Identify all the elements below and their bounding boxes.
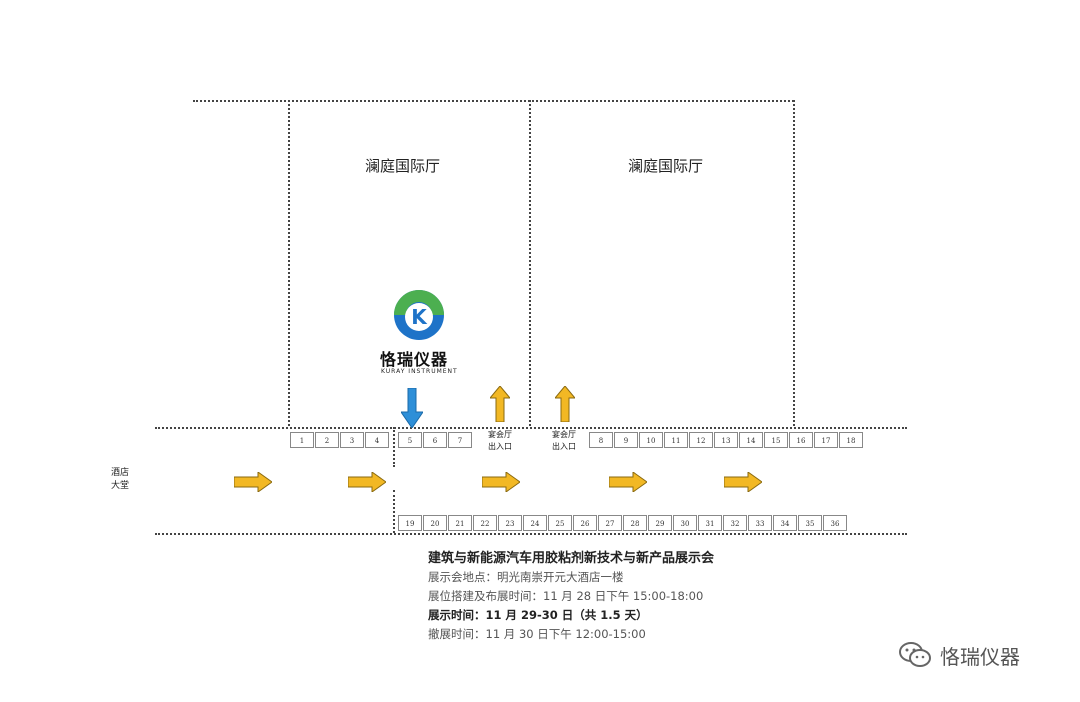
hall1-left-border: [288, 100, 290, 426]
event-venue: 展示会地点：明光南崇开元大酒店一楼: [428, 570, 624, 584]
booth: 25: [548, 515, 572, 531]
svg-text:K: K: [411, 305, 428, 329]
event-setup-time: 展位搭建及布展时间：11 月 28 日下午 15:00-18:00: [428, 589, 704, 603]
booth: 17: [814, 432, 838, 448]
booth: 5: [398, 432, 422, 448]
booth: 16: [789, 432, 813, 448]
event-show-time: 展示时间：11 月 29-30 日（共 1.5 天）: [428, 608, 648, 622]
exit-arrow-up-icon: [553, 385, 577, 423]
direction-arrow-icon: [233, 471, 273, 493]
corridor-top-line: [155, 427, 907, 429]
booth: 33: [748, 515, 772, 531]
watermark-text: 恪瑞仪器: [940, 645, 1020, 669]
banquet-exit-line1: 宴会厅: [488, 430, 512, 439]
booth: 14: [739, 432, 763, 448]
booth: 31: [698, 515, 722, 531]
direction-arrow-icon: [481, 471, 521, 493]
booth: 36: [823, 515, 847, 531]
hall-name-left: 澜庭国际厅: [365, 157, 441, 175]
booth-divider-line: [393, 427, 395, 467]
wechat-icon: [898, 641, 932, 669]
kuray-logo-icon: K: [392, 288, 446, 342]
banquet-exit-label: 宴会厅 出入口: [482, 429, 518, 453]
booth: 1: [290, 432, 314, 448]
lobby-line1: 酒店: [110, 468, 129, 478]
booth: 32: [723, 515, 747, 531]
logo-subtitle: KURAY INSTRUMENT: [381, 368, 458, 375]
event-info: 建筑与新能源汽车用胶粘剂新技术与新产品展示会 展示会地点：明光南崇开元大酒店一楼…: [428, 549, 714, 644]
booth: 13: [714, 432, 738, 448]
booth: 24: [523, 515, 547, 531]
booth: 26: [573, 515, 597, 531]
booth: 21: [448, 515, 472, 531]
booth-divider-line-lower: [393, 490, 395, 533]
booth: 20: [423, 515, 447, 531]
direction-arrow-icon: [608, 471, 648, 493]
booth: 35: [798, 515, 822, 531]
direction-arrow-icon: [723, 471, 763, 493]
banquet-exit-line2: 出入口: [552, 442, 576, 451]
logo-name: 恪瑞仪器: [380, 350, 449, 369]
booth: 10: [639, 432, 663, 448]
booth: 2: [315, 432, 339, 448]
booth: 7: [448, 432, 472, 448]
lobby-line2: 大堂: [110, 481, 129, 491]
booth: 4: [365, 432, 389, 448]
booth: 18: [839, 432, 863, 448]
banquet-exit-line1: 宴会厅: [552, 430, 576, 439]
booth: 29: [648, 515, 672, 531]
booth: 27: [598, 515, 622, 531]
booth: 34: [773, 515, 797, 531]
banquet-exit-label: 宴会厅 出入口: [546, 429, 582, 453]
event-teardown-time: 撤展时间：11 月 30 日下午 12:00-15:00: [428, 627, 646, 641]
booth: 12: [689, 432, 713, 448]
corridor-bottom-line: [155, 533, 907, 535]
booth: 28: [623, 515, 647, 531]
hall2-right-border: [793, 100, 795, 426]
location-arrow-icon: [400, 387, 424, 429]
booth: 8: [589, 432, 613, 448]
banquet-exit-line2: 出入口: [488, 442, 512, 451]
booth: 23: [498, 515, 522, 531]
hotel-lobby-label: 酒店 大堂: [102, 467, 138, 493]
booth: 6: [423, 432, 447, 448]
booth: 19: [398, 515, 422, 531]
booth: 22: [473, 515, 497, 531]
booth: 9: [614, 432, 638, 448]
event-title: 建筑与新能源汽车用胶粘剂新技术与新产品展示会: [428, 551, 715, 566]
booth: 11: [664, 432, 688, 448]
hall-top-border: [193, 100, 794, 102]
booth: 30: [673, 515, 697, 531]
hall-name-right: 澜庭国际厅: [628, 157, 704, 175]
booth: 3: [340, 432, 364, 448]
exit-arrow-up-icon: [488, 385, 512, 423]
booth: 15: [764, 432, 788, 448]
direction-arrow-icon: [347, 471, 387, 493]
hall-divider: [529, 100, 531, 426]
